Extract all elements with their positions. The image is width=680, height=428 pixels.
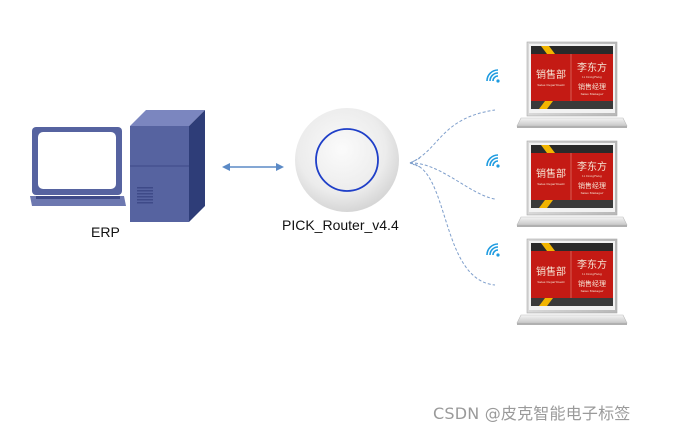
wifi-icon bbox=[486, 69, 501, 84]
tag-role: 销售经理 bbox=[578, 181, 606, 190]
tag-name-sub: Li DongFang bbox=[582, 75, 602, 79]
erp-computer-icon bbox=[30, 110, 205, 222]
tag-name: 李东方 bbox=[577, 160, 607, 173]
tag-name: 李东方 bbox=[577, 258, 607, 271]
tag-name: 李东方 bbox=[577, 61, 607, 74]
watermark: CSDN @皮克智能电子标签 bbox=[433, 404, 631, 423]
wifi-icon bbox=[486, 243, 501, 258]
erp-router-link-arrow bbox=[222, 163, 284, 171]
wireless-link-1 bbox=[409, 109, 496, 164]
tag-subtitle: Sales Department bbox=[537, 280, 565, 284]
electronic-shelf-label-2: 销售部 Sales Department 李东方 Li DongFang 销售经… bbox=[516, 140, 628, 228]
tag-name-sub: Li DongFang bbox=[582, 272, 602, 276]
tag-role-sub: Sales Manager bbox=[581, 191, 604, 195]
wireless-link-3 bbox=[409, 162, 496, 286]
tag-role: 销售经理 bbox=[578, 279, 606, 288]
tag-title: 销售部 bbox=[536, 265, 566, 278]
tag-role: 销售经理 bbox=[578, 82, 606, 91]
tag-title: 销售部 bbox=[536, 68, 566, 81]
wireless-links bbox=[409, 109, 496, 286]
router-label: PICK_Router_v4.4 bbox=[282, 217, 399, 233]
electronic-shelf-label-1: 销售部 Sales Department 李东方 Li DongFang 销售经… bbox=[516, 41, 628, 129]
erp-label: ERP bbox=[91, 224, 120, 240]
tag-subtitle: Sales Department bbox=[537, 83, 565, 87]
wireless-link-2 bbox=[409, 162, 496, 200]
tag-role-sub: Sales Manager bbox=[581, 92, 604, 96]
tag-subtitle: Sales Department bbox=[537, 182, 565, 186]
tag-name-sub: Li DongFang bbox=[582, 174, 602, 178]
router-icon bbox=[295, 108, 399, 212]
tag-role-sub: Sales Manager bbox=[581, 289, 604, 293]
tag-title: 销售部 bbox=[536, 167, 566, 180]
electronic-shelf-label-3: 销售部 Sales Department 李东方 Li DongFang 销售经… bbox=[516, 238, 628, 326]
wifi-icon bbox=[486, 154, 501, 169]
